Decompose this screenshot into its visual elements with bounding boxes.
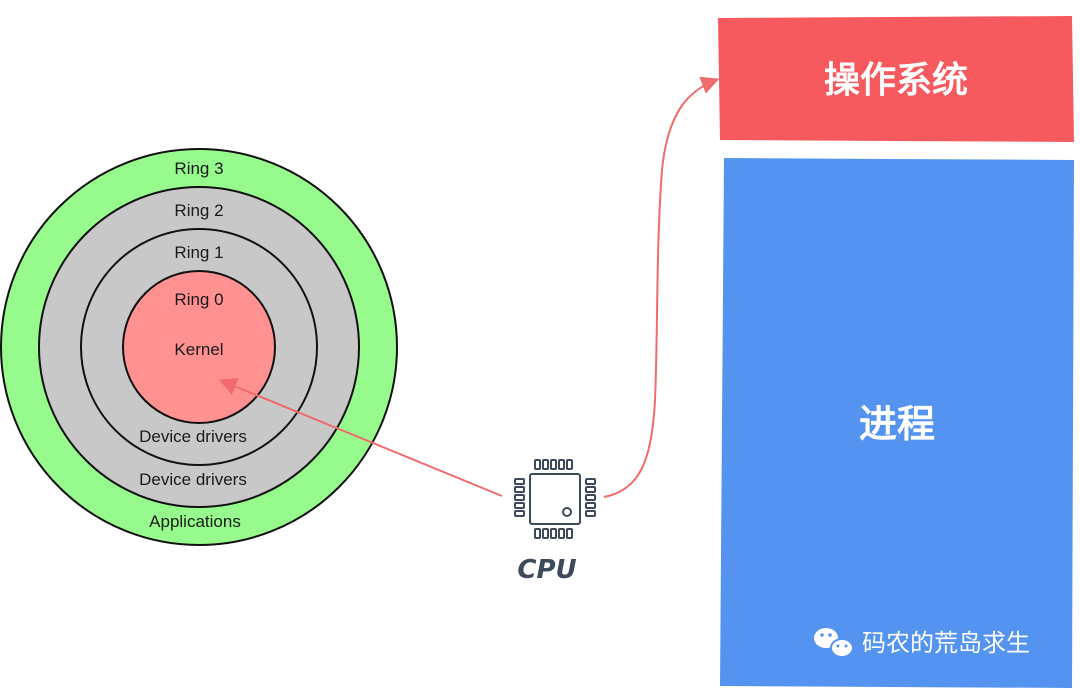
cpu-label: CPU [517, 555, 576, 585]
device-drivers-outer-label: Device drivers [139, 470, 247, 489]
ring-2-label: Ring 2 [174, 201, 223, 220]
os-box: 操作系统 [718, 16, 1074, 142]
wechat-icon [814, 628, 854, 658]
os-box-label: 操作系统 [824, 60, 968, 101]
kernel-label: Kernel [174, 340, 223, 359]
applications-label: Applications [149, 512, 241, 531]
arrow-cpu-to-kernel [218, 378, 503, 497]
arrow-cpu-to-os [603, 76, 720, 498]
process-box-shape [720, 158, 1074, 688]
ring-0-label: Ring 0 [174, 290, 223, 309]
ring-1-label: Ring 1 [174, 243, 223, 262]
os-box-shape [718, 16, 1074, 142]
cpu-chip-icon [514, 459, 596, 539]
device-drivers-inner-label: Device drivers [139, 427, 247, 446]
ring-3-label: Ring 3 [174, 159, 223, 178]
watermark: 码农的荒岛求生 [814, 628, 1030, 658]
watermark-text: 码农的荒岛求生 [862, 629, 1030, 657]
process-box-label: 进程 [859, 402, 935, 446]
protection-rings: Ring 3 Ring 2 Ring 1 Ring 0 Kernel Devic… [0, 148, 398, 546]
process-box: 进程 [720, 158, 1074, 688]
